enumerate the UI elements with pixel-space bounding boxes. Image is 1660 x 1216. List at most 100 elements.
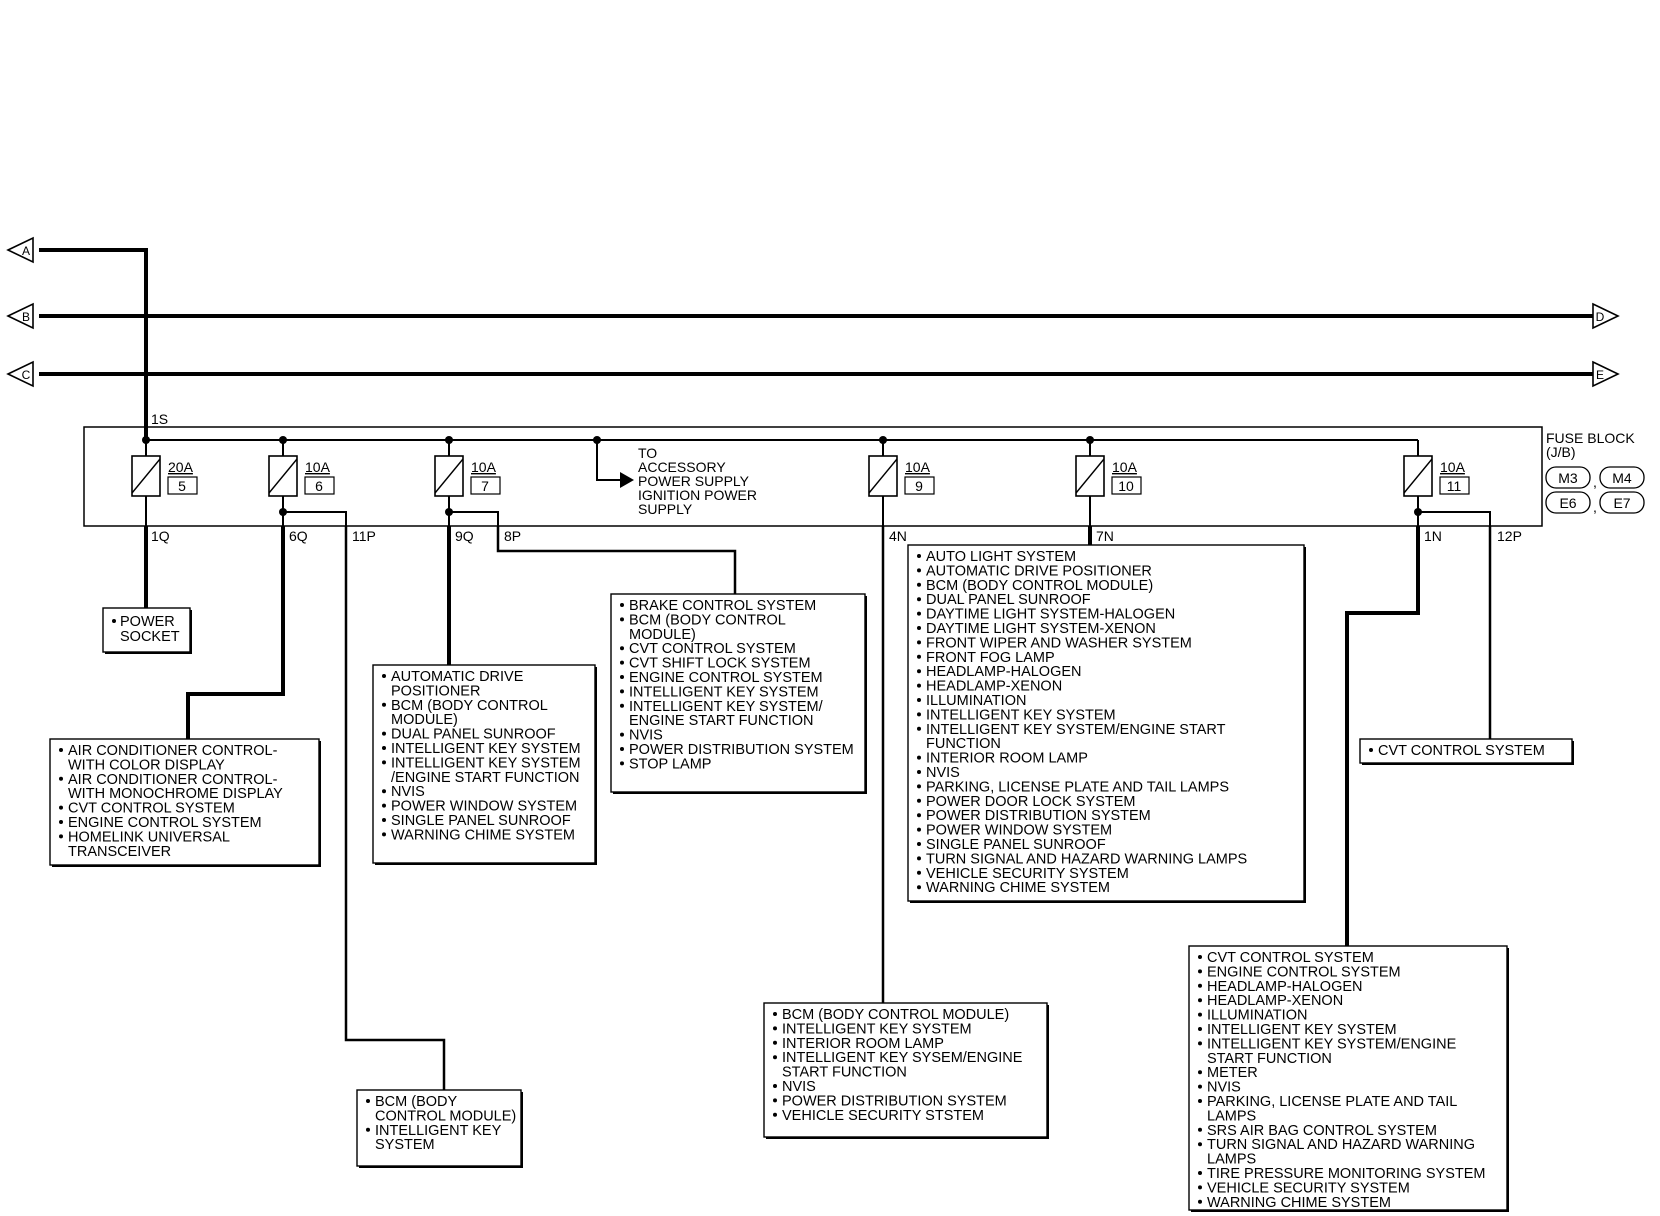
bullet-icon	[917, 784, 921, 789]
bullet-icon	[917, 770, 921, 774]
accessory-lead	[596, 440, 620, 481]
box-line: LAMPS	[1207, 1152, 1256, 1168]
bullet-icon	[382, 832, 386, 837]
box-outline	[907, 544, 1305, 902]
bullet-icon	[773, 1012, 777, 1016]
terminal-e-label: E	[1596, 368, 1604, 382]
terminal-b: B	[6, 302, 34, 330]
box-line: NVIS	[1207, 1080, 1241, 1096]
wire-6q	[186, 526, 285, 740]
terminal-d: D	[1592, 302, 1620, 330]
box-shadow-bottom	[910, 901, 1306, 903]
bullet-icon	[382, 674, 386, 678]
fuse-7-number: 7	[481, 478, 489, 494]
bullet-icon	[59, 805, 63, 810]
bullet-icon	[620, 603, 624, 607]
bullet-icon	[1198, 1084, 1202, 1089]
accessory-note-line: POWER SUPPLY	[638, 473, 750, 489]
box-line: INTELLIGENT KEY SYSTEM/	[629, 699, 824, 715]
fuse-block-outline	[83, 426, 1543, 527]
box-line: FRONT WIPER AND WASHER SYSTEM	[926, 635, 1192, 651]
box-line: METER	[1207, 1065, 1258, 1081]
bullet-icon	[917, 856, 921, 861]
connector-separator: ,	[1593, 499, 1597, 515]
box-shadow-bottom	[766, 1137, 1049, 1139]
bullet-icon	[917, 568, 921, 573]
bullet-icon	[59, 776, 63, 781]
box-line: POWER DISTRIBUTION SYSTEM	[782, 1093, 1007, 1109]
box-shadow-right	[1304, 547, 1306, 903]
box-line: WARNING CHIME SYSTEM	[926, 880, 1110, 896]
box-line: BCM (BODY	[375, 1094, 458, 1110]
bullet-icon	[620, 660, 624, 665]
fuse-block-label: FUSE BLOCK (J/B) M3 , M4 E6 , E7	[1545, 430, 1645, 515]
box-shadow-bottom	[105, 652, 192, 654]
box-line: START FUNCTION	[1207, 1051, 1332, 1067]
fuse-5-number-box	[167, 476, 198, 495]
box-line: /ENGINE START FUNCTION	[391, 770, 580, 786]
harness-lines	[39, 248, 1595, 440]
terminal-12p: 12P	[1497, 528, 1522, 544]
box-line: POWER DOOR LOCK SYSTEM	[926, 794, 1135, 810]
box-shadow-right	[521, 1092, 523, 1168]
box-line: SINGLE PANEL SUNROOF	[926, 837, 1106, 853]
fuse-10-number-box	[1111, 476, 1142, 495]
bullet-icon	[917, 597, 921, 602]
box-line: AUTO LIGHT SYSTEM	[926, 549, 1076, 565]
bullet-icon	[620, 617, 624, 622]
box-line: CONTROL MODULE)	[375, 1108, 516, 1124]
connector-separator: ,	[1593, 474, 1597, 490]
box-line: INTELLIGENT KEY	[375, 1123, 502, 1139]
box-line: AIR CONDITIONER CONTROL-	[68, 772, 278, 788]
terminal-4n: 4N	[889, 528, 907, 544]
box-line: ENGINE CONTROL SYSTEM	[68, 815, 262, 831]
bullet-icon	[382, 702, 386, 707]
fuse-9-number: 9	[915, 478, 923, 494]
box-outline	[763, 1002, 1048, 1138]
fuse-10-number: 10	[1118, 478, 1134, 494]
fuse-11-element	[1403, 458, 1433, 494]
bullet-icon	[1198, 983, 1202, 988]
box-line: STOP LAMP	[629, 756, 711, 772]
box-shadow-bottom	[359, 1166, 523, 1168]
box-outline	[356, 1089, 522, 1167]
box-line: NVIS	[782, 1079, 816, 1095]
input-terminal-label: 1S	[151, 411, 168, 427]
fuse-6-number-box	[304, 476, 335, 495]
fuse-9: 10A 9	[868, 455, 935, 497]
terminal-e-arrow	[1592, 360, 1620, 388]
box-line: POSITIONER	[391, 683, 480, 699]
fuse-9-number-box	[904, 476, 935, 495]
box-line: DAYTIME LIGHT SYSTEM-XENON	[926, 621, 1156, 637]
box-line: AUTOMATIC DRIVE POSITIONER	[926, 563, 1152, 579]
box-line: LAMPS	[1207, 1108, 1256, 1124]
connector-m3-label: M3	[1558, 470, 1578, 486]
box-shadow-right	[190, 610, 192, 654]
box-line: WITH MONOCHROME DISPLAY	[68, 786, 283, 802]
box-line: POWER WINDOW SYSTEM	[391, 799, 577, 815]
bullet-icon	[917, 842, 921, 846]
box-line: POWER	[120, 614, 175, 630]
accessory-note-line: ACCESSORY	[638, 459, 726, 475]
box-line: WARNING CHIME SYSTEM	[1207, 1195, 1391, 1211]
terminal-d-label: D	[1596, 310, 1605, 324]
fuse-6-rating: 10A	[305, 459, 331, 475]
box-line: MODULE)	[629, 627, 696, 643]
bullet-icon	[917, 712, 921, 717]
box-shadow-bottom	[1191, 1210, 1509, 1212]
box-line: ENGINE CONTROL SYSTEM	[629, 670, 823, 686]
box-line: SRS AIR BAG CONTROL SYSTEM	[1207, 1123, 1437, 1139]
terminal-7n: 7N	[1096, 528, 1114, 544]
bullet-icon	[620, 732, 624, 737]
bullet-icon	[620, 689, 624, 694]
box-line: INTELLIGENT KEY SYSTEM	[926, 707, 1116, 723]
box-line: CVT CONTROL SYSTEM	[629, 641, 796, 657]
fuse-11-rating: 10A	[1440, 459, 1466, 475]
box-line: POWER WINDOW SYSTEM	[926, 823, 1112, 839]
terminal-8p: 8P	[504, 528, 521, 544]
bullet-icon	[620, 761, 624, 766]
